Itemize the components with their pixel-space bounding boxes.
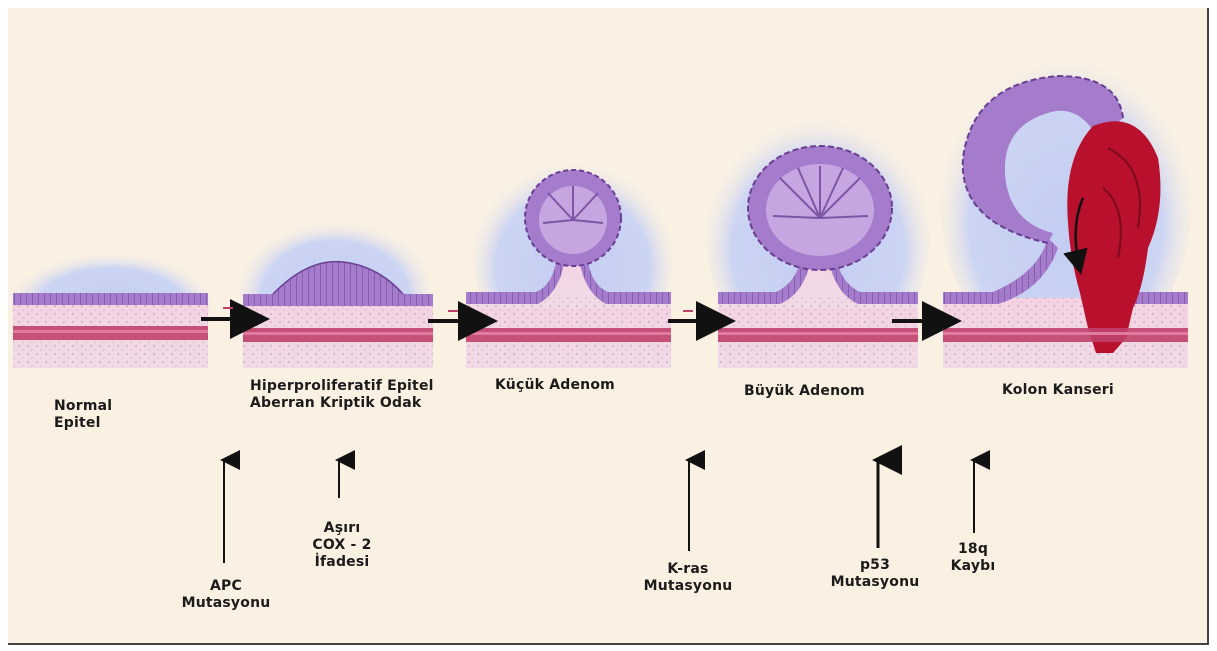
event-label-18q: 18q Kaybı	[933, 541, 1013, 575]
stage-label-line: Aberran Kriptik Odak	[250, 395, 434, 412]
event-label-line: İfadesi	[292, 554, 392, 571]
stage-label-colon-cancer: Kolon Kanseri	[1002, 382, 1114, 399]
event-label-line: COX - 2	[292, 537, 392, 554]
stage-label-line: Kolon Kanseri	[1002, 382, 1114, 399]
small-adenoma-tissue	[466, 158, 673, 368]
event-label-line: p53	[825, 557, 925, 574]
stage-label-hyperproliferative: Hiperproliferatif Epitel Aberran Kriptik…	[250, 378, 434, 412]
hyperproliferative-epithelium-tissue	[240, 218, 433, 368]
stage-label-normal: Normal Epitel	[54, 398, 112, 432]
event-label-line: Kaybı	[933, 558, 1013, 575]
stage-label-line: Epitel	[54, 415, 112, 432]
stage-label-small-adenoma: Küçük Adenom	[495, 377, 615, 394]
event-label-line: Mutasyonu	[176, 595, 276, 612]
progression-illustration	[8, 8, 1209, 645]
event-label-kras: K-ras Mutasyonu	[638, 561, 738, 595]
stage-label-line: Hiperproliferatif Epitel	[250, 378, 434, 395]
diagram-canvas: Normal Epitel Hiperproliferatif Epitel A…	[8, 8, 1209, 645]
event-label-line: Mutasyonu	[638, 578, 738, 595]
normal-epithelium-tissue	[11, 250, 211, 368]
event-label-line: 18q	[933, 541, 1013, 558]
event-label-cox2: Aşırı COX - 2 İfadesi	[292, 520, 392, 571]
stage-label-line: Büyük Adenom	[744, 383, 865, 400]
stage-label-line: Küçük Adenom	[495, 377, 615, 394]
event-label-apc: APC Mutasyonu	[176, 578, 276, 612]
large-adenoma-tissue	[706, 113, 930, 368]
event-label-p53: p53 Mutasyonu	[825, 557, 925, 591]
stage-label-line: Normal	[54, 398, 112, 415]
event-label-line: APC	[176, 578, 276, 595]
event-label-line: Mutasyonu	[825, 574, 925, 591]
event-label-line: K-ras	[638, 561, 738, 578]
event-label-line: Aşırı	[292, 520, 392, 537]
stage-label-large-adenoma: Büyük Adenom	[744, 383, 865, 400]
colon-cancer-tissue	[941, 53, 1191, 368]
